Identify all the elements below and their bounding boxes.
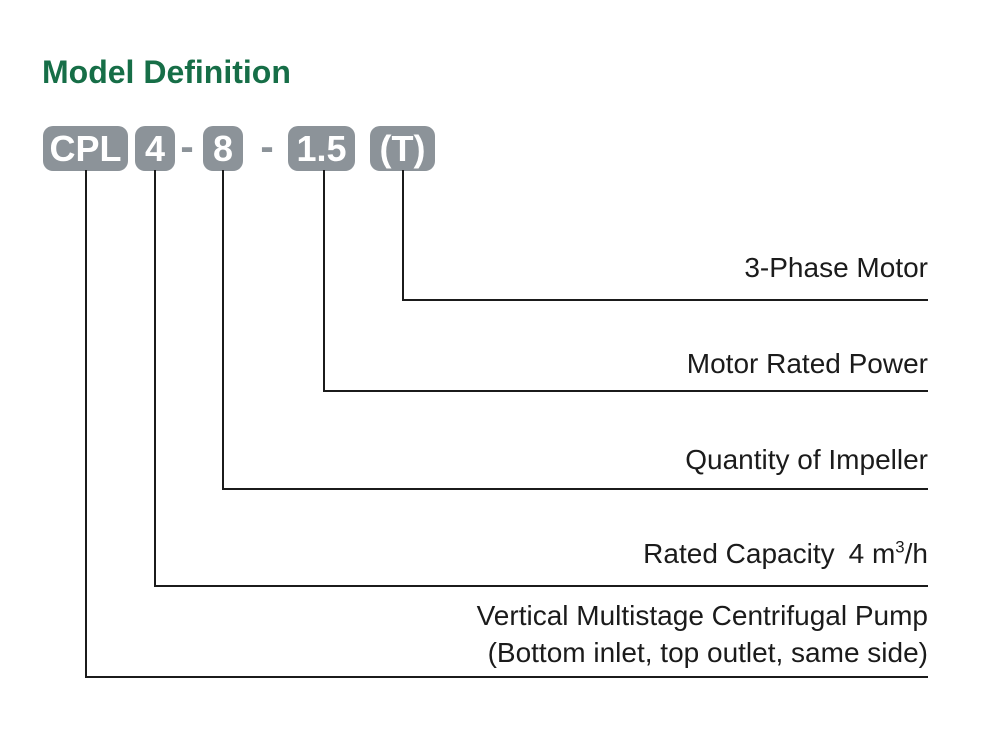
- separator-dash: -: [180, 125, 194, 169]
- connector-vertical-phase: [402, 170, 404, 301]
- connector-horizontal-impeller: [222, 488, 928, 490]
- label-rated-capacity-value: 4 m3/h: [848, 537, 928, 569]
- badge-motor-power: 1.5: [288, 126, 355, 171]
- connector-vertical-impeller: [222, 170, 224, 490]
- connector-horizontal-series: [85, 676, 928, 678]
- badge-impeller-quantity: 8: [203, 126, 243, 171]
- connector-vertical-series: [85, 170, 87, 678]
- label-pump-type: Vertical Multistage Centrifugal Pump (Bo…: [477, 597, 928, 671]
- badge-rated-capacity: 4: [135, 126, 175, 171]
- badge-phase-option: (T): [370, 126, 435, 171]
- label-3-phase-motor: 3-Phase Motor: [744, 252, 928, 283]
- label-pump-type-line2: (Bottom inlet, top outlet, same side): [487, 637, 928, 668]
- connector-horizontal-motor-power: [323, 390, 928, 392]
- label-impeller-quantity: Quantity of Impeller: [685, 444, 928, 475]
- page-title: Model Definition: [42, 54, 291, 90]
- connector-horizontal-capacity: [154, 585, 928, 587]
- connector-horizontal-phase: [402, 299, 928, 301]
- label-rated-capacity-text: Rated Capacity: [643, 538, 835, 569]
- badge-pump-series: CPL: [43, 126, 128, 171]
- connector-vertical-capacity: [154, 170, 156, 587]
- separator-dash: -: [260, 125, 274, 169]
- label-pump-type-line1: Vertical Multistage Centrifugal Pump: [476, 600, 928, 631]
- connector-vertical-motor-power: [323, 170, 325, 392]
- label-motor-rated-power: Motor Rated Power: [686, 348, 928, 379]
- superscript-cubed: 3: [895, 537, 905, 557]
- label-rated-capacity: Rated Capacity 4 m3/h: [643, 535, 928, 572]
